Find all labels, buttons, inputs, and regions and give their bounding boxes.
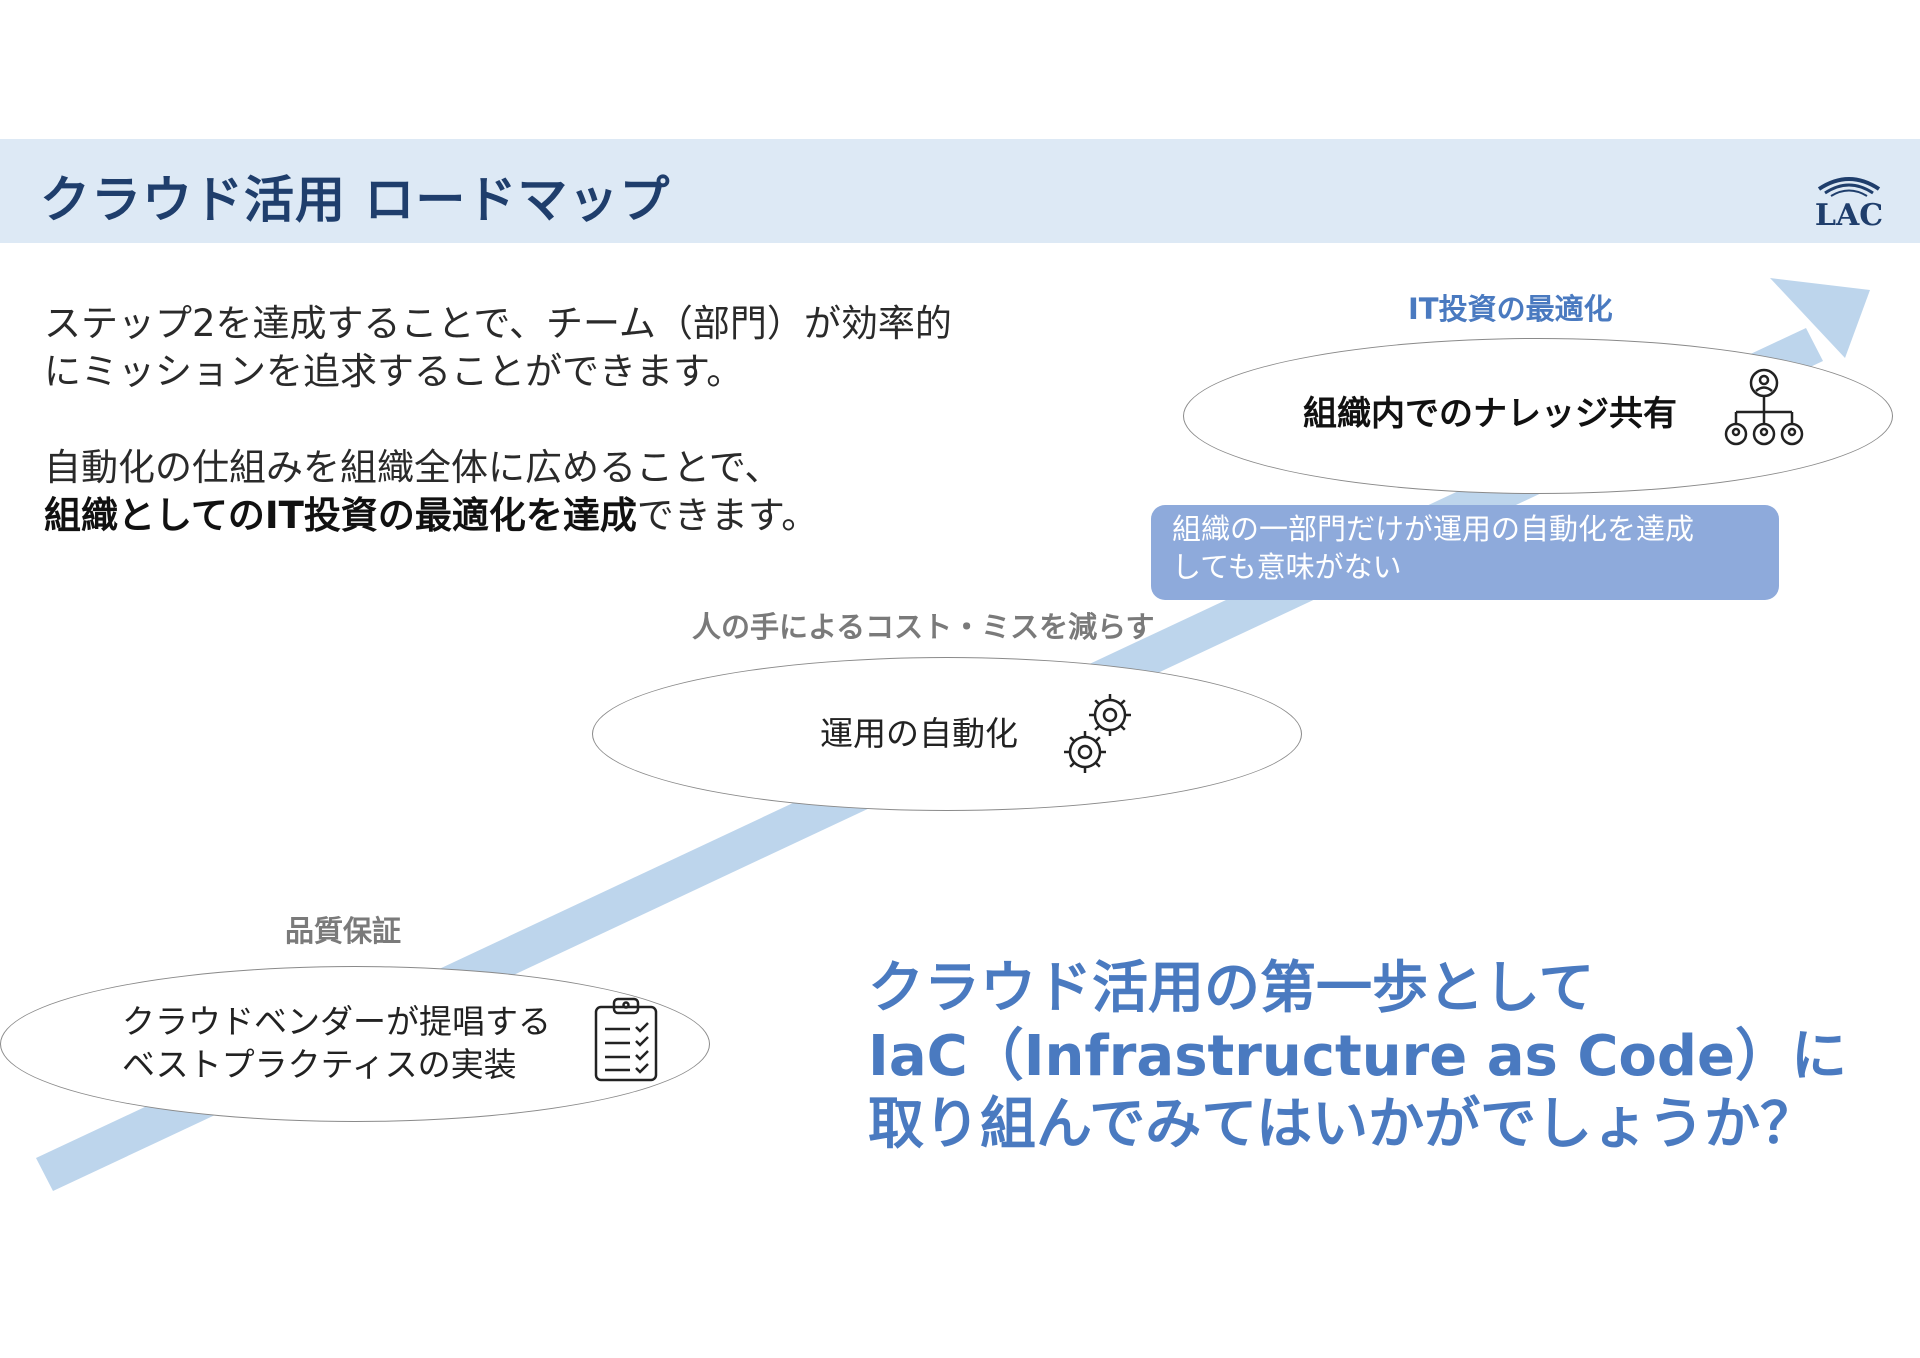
step-1-label: クラウドベンダーが提唱する ベストプラクティスの実装 <box>122 1000 551 1086</box>
logo-text: LAC <box>1815 198 1883 233</box>
intro-text: ステップ2を達成することで、チーム（部門）が効率的 にミッションを追求することが… <box>44 300 1044 540</box>
step-1-label-line-1: クラウドベンダーが提唱する <box>122 1002 551 1041</box>
org-chart-icon <box>1724 368 1804 446</box>
intro-line-3: 自動化の仕組みを組織全体に広めることで、 <box>44 446 782 489</box>
intro-line-4-bold: 組織としてのIT投資の最適化を達成 <box>44 494 637 537</box>
step-1-ellipse <box>0 966 710 1122</box>
step-3-label: 組織内でのナレッジ共有 <box>1303 394 1677 434</box>
call-to-action: クラウド活用の第一歩として IaC（Infrastructure as Code… <box>868 955 1908 1159</box>
note-line-2: しても意味がない <box>1172 550 1402 584</box>
intro-line-2: にミッションを追求することができます。 <box>44 350 744 393</box>
page-title: クラウド活用 ロードマップ <box>40 171 671 229</box>
roadmap-arrow-head <box>1770 278 1870 358</box>
step-1-caption: 品質保証 <box>285 914 402 948</box>
step-3-caption: IT投資の最適化 <box>1408 292 1613 326</box>
clipboard-checklist-icon <box>594 997 658 1082</box>
intro-line-4: 組織としてのIT投資の最適化を達成できます。 <box>44 492 1044 540</box>
note-text: 組織の一部門だけが運用の自動化を達成 しても意味がない <box>1172 510 1772 586</box>
lac-logo: LAC <box>1815 177 1883 233</box>
step-1-label-line-2: ベストプラクティスの実装 <box>122 1045 517 1084</box>
intro-line-4-rest: できます。 <box>636 494 819 537</box>
note-box <box>1151 505 1779 600</box>
step-2-ellipse <box>592 657 1302 811</box>
cta-line-2: IaC（Infrastructure as Code）に <box>868 1024 1847 1089</box>
step-2-caption: 人の手によるコスト・ミスを減らす <box>692 610 1155 644</box>
cta-line-3: 取り組んでみてはいかがでしょうか？ <box>868 1092 1817 1157</box>
step-2-label: 運用の自動化 <box>820 714 1018 753</box>
header-band <box>0 139 1920 243</box>
gears-icon <box>1064 694 1131 773</box>
cta-line-1: クラウド活用の第一歩として <box>868 956 1595 1021</box>
note-line-1: 組織の一部門だけが運用の自動化を達成 <box>1172 512 1695 546</box>
step-3-ellipse <box>1183 338 1893 494</box>
intro-line-1: ステップ2を達成することで、チーム（部門）が効率的 <box>44 302 952 345</box>
